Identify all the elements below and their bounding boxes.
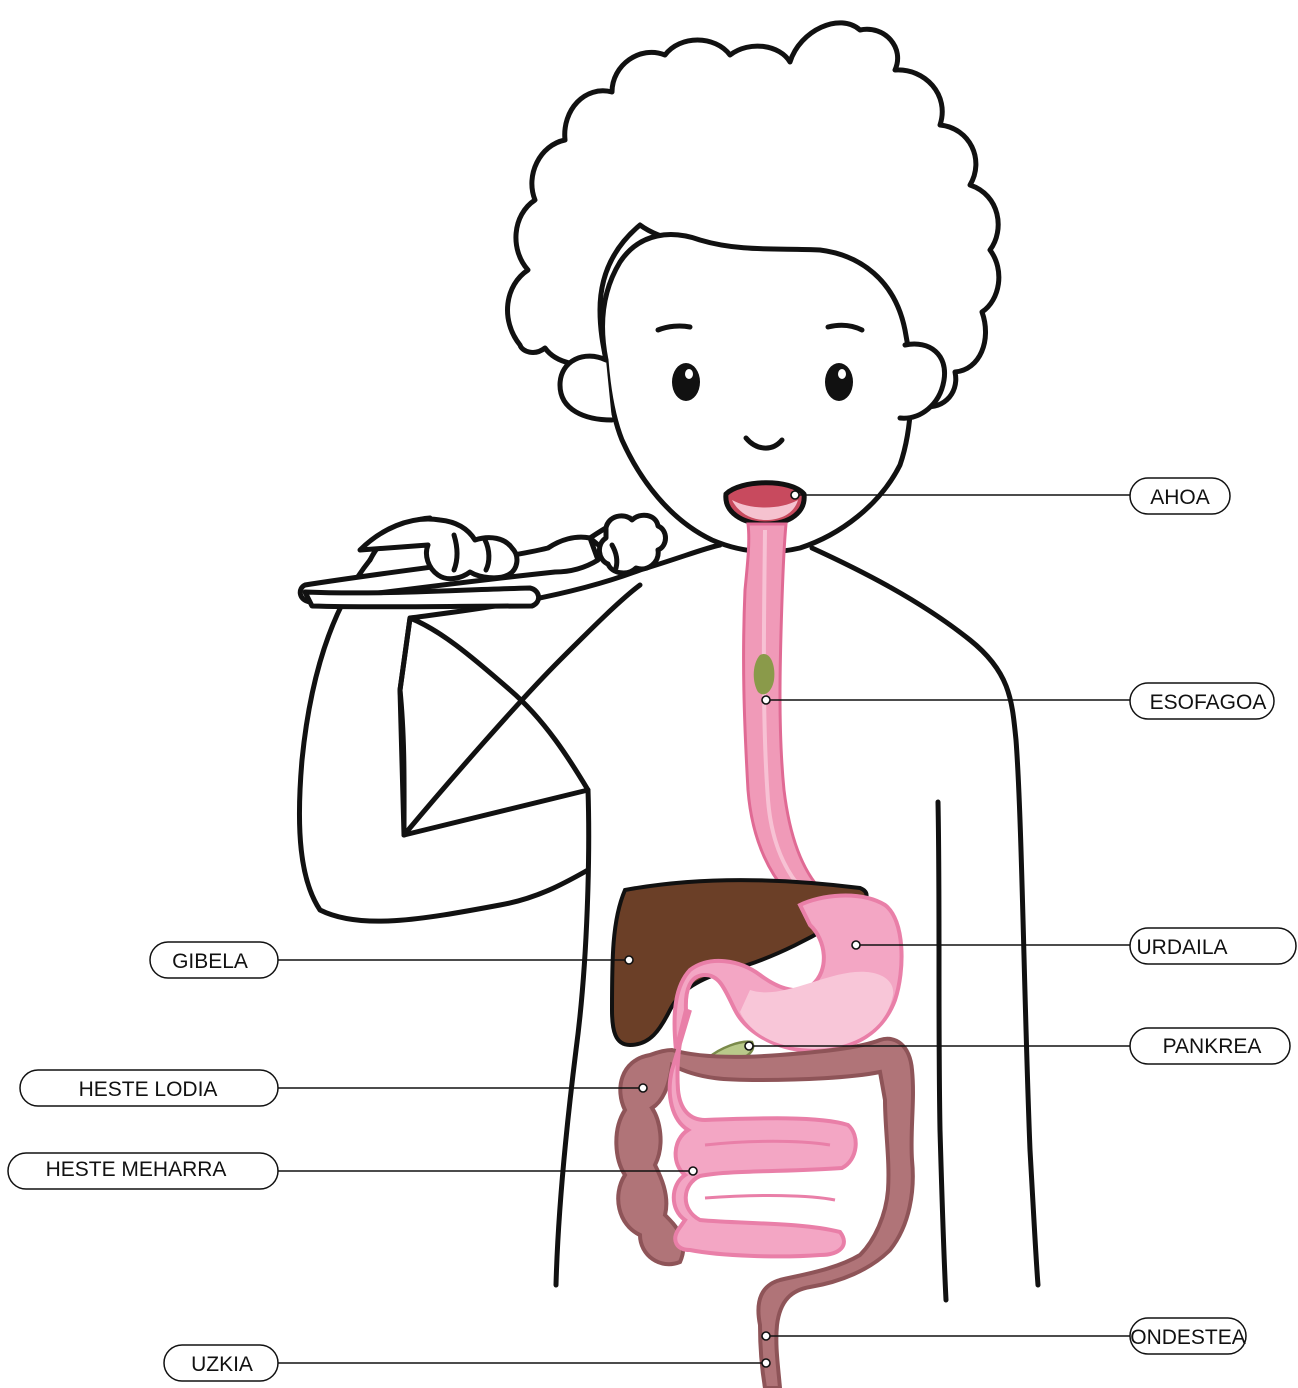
label-rectum: ONDESTEA xyxy=(1130,1318,1246,1354)
label-esophagus-text: ESOFAGOA xyxy=(1150,691,1267,714)
hand xyxy=(360,519,517,579)
label-liver: GIBELA xyxy=(150,942,278,978)
esophagus xyxy=(744,524,832,905)
label-esophagus: ESOFAGOA xyxy=(1130,683,1274,719)
label-stomach: URDAILA xyxy=(1130,928,1296,964)
label-stomach-text: URDAILA xyxy=(1136,936,1227,959)
label-small-intestine-text: HESTE MEHARRA xyxy=(46,1158,227,1181)
label-rectum-text: ONDESTEA xyxy=(1130,1326,1246,1349)
mouth xyxy=(726,483,804,524)
label-small-intestine: HESTE MEHARRA xyxy=(8,1153,278,1189)
label-pancreas-text: PANKREA xyxy=(1163,1035,1262,1058)
label-large-intestine: HESTE LODIA xyxy=(20,1070,278,1106)
food-on-fork xyxy=(599,515,665,573)
label-anus: UZKIA xyxy=(164,1345,278,1381)
label-anus-text: UZKIA xyxy=(191,1353,253,1376)
label-pancreas: PANKREA xyxy=(1130,1028,1290,1064)
label-mouth: AHOA xyxy=(1130,478,1230,514)
label-liver-text: GIBELA xyxy=(172,950,248,973)
label-mouth-text: AHOA xyxy=(1150,486,1210,509)
label-large-intestine-text: HESTE LODIA xyxy=(79,1078,218,1101)
